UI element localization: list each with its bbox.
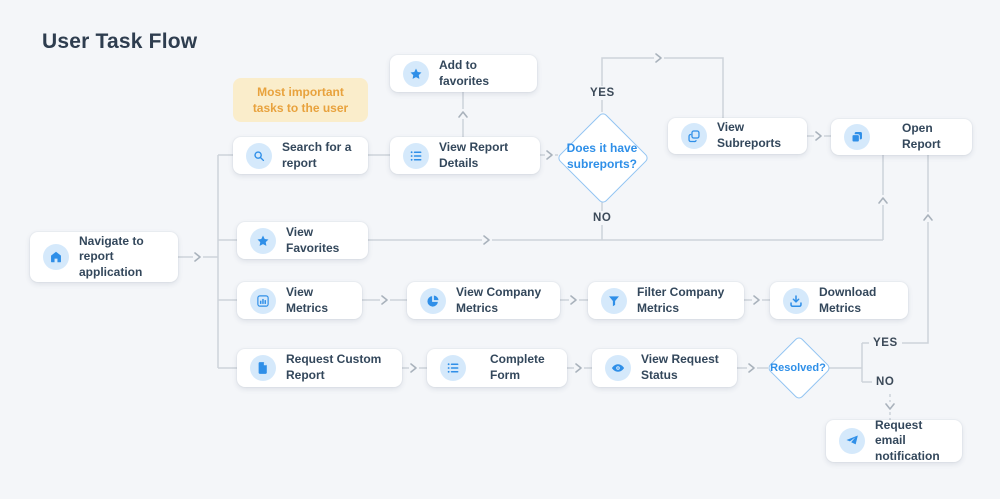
node-label: View Report Details [439, 139, 509, 170]
subreports-copy-icon [681, 123, 707, 149]
bar-chart-icon [250, 287, 276, 314]
node-add-to-favorites[interactable]: Add to favorites [390, 55, 537, 92]
branch-label-no: NO [589, 211, 616, 225]
home-icon [43, 244, 69, 270]
node-label: View Request Status [641, 352, 719, 382]
list-icon [403, 142, 429, 169]
node-request-email-notification[interactable]: Request email notification [826, 417, 962, 463]
node-view-company-metrics[interactable]: View Company Metrics [407, 282, 560, 319]
branch-label-no: NO [872, 375, 899, 389]
node-label: Download Metrics [819, 284, 877, 315]
eye-icon [605, 355, 631, 381]
node-label: Filter Company Metrics [637, 284, 725, 315]
star-icon [250, 227, 276, 254]
list-icon [440, 355, 466, 381]
decision-label: Resolved? [770, 361, 826, 374]
node-label: View Favorites [286, 224, 340, 255]
branch-label-yes: YES [586, 86, 619, 100]
decision-label: Does it have subreports? [566, 141, 638, 171]
pie-chart-icon [420, 287, 446, 314]
node-label: Open Report [902, 121, 941, 151]
node-label: View Company Metrics [456, 284, 542, 315]
node-view-request-status[interactable]: View Request Status [592, 349, 737, 387]
star-icon [403, 60, 429, 87]
node-label: Complete Form [490, 352, 545, 382]
node-open-report[interactable]: Open Report [831, 119, 972, 155]
node-view-subreports[interactable]: View Subreports [668, 118, 807, 154]
node-navigate-to-report-application[interactable]: Navigate to report application [30, 232, 178, 282]
page-title: User Task Flow [42, 30, 198, 53]
download-icon [783, 287, 809, 314]
branch-label-yes: YES [869, 336, 902, 350]
open-report-icon [844, 124, 870, 150]
node-request-custom-report[interactable]: Request Custom Report [237, 349, 402, 387]
sticky-note-text: Most important tasks to the user [252, 84, 349, 115]
node-label: Navigate to report application [79, 233, 144, 279]
node-complete-form[interactable]: Complete Form [427, 349, 567, 387]
node-label: Request Custom Report [286, 352, 382, 382]
node-label: View Subreports [717, 120, 782, 150]
node-view-metrics[interactable]: View Metrics [237, 282, 362, 319]
node-label: Add to favorites [439, 57, 490, 88]
search-icon [246, 142, 272, 169]
node-view-report-details[interactable]: View Report Details [390, 137, 540, 174]
paper-plane-icon [839, 428, 865, 454]
node-filter-company-metrics[interactable]: Filter Company Metrics [588, 282, 744, 319]
node-download-metrics[interactable]: Download Metrics [770, 282, 908, 319]
node-label: View Metrics [286, 284, 329, 315]
node-view-favorites[interactable]: View Favorites [237, 222, 368, 259]
node-label: Request email notification [875, 417, 940, 463]
sticky-note[interactable]: Most important tasks to the user [233, 78, 368, 122]
node-label: Search for a report [282, 139, 352, 170]
filter-icon [601, 287, 627, 314]
document-icon [250, 355, 276, 381]
node-search-for-a-report[interactable]: Search for a report [233, 137, 368, 174]
arrow-chevrons [193, 53, 933, 412]
